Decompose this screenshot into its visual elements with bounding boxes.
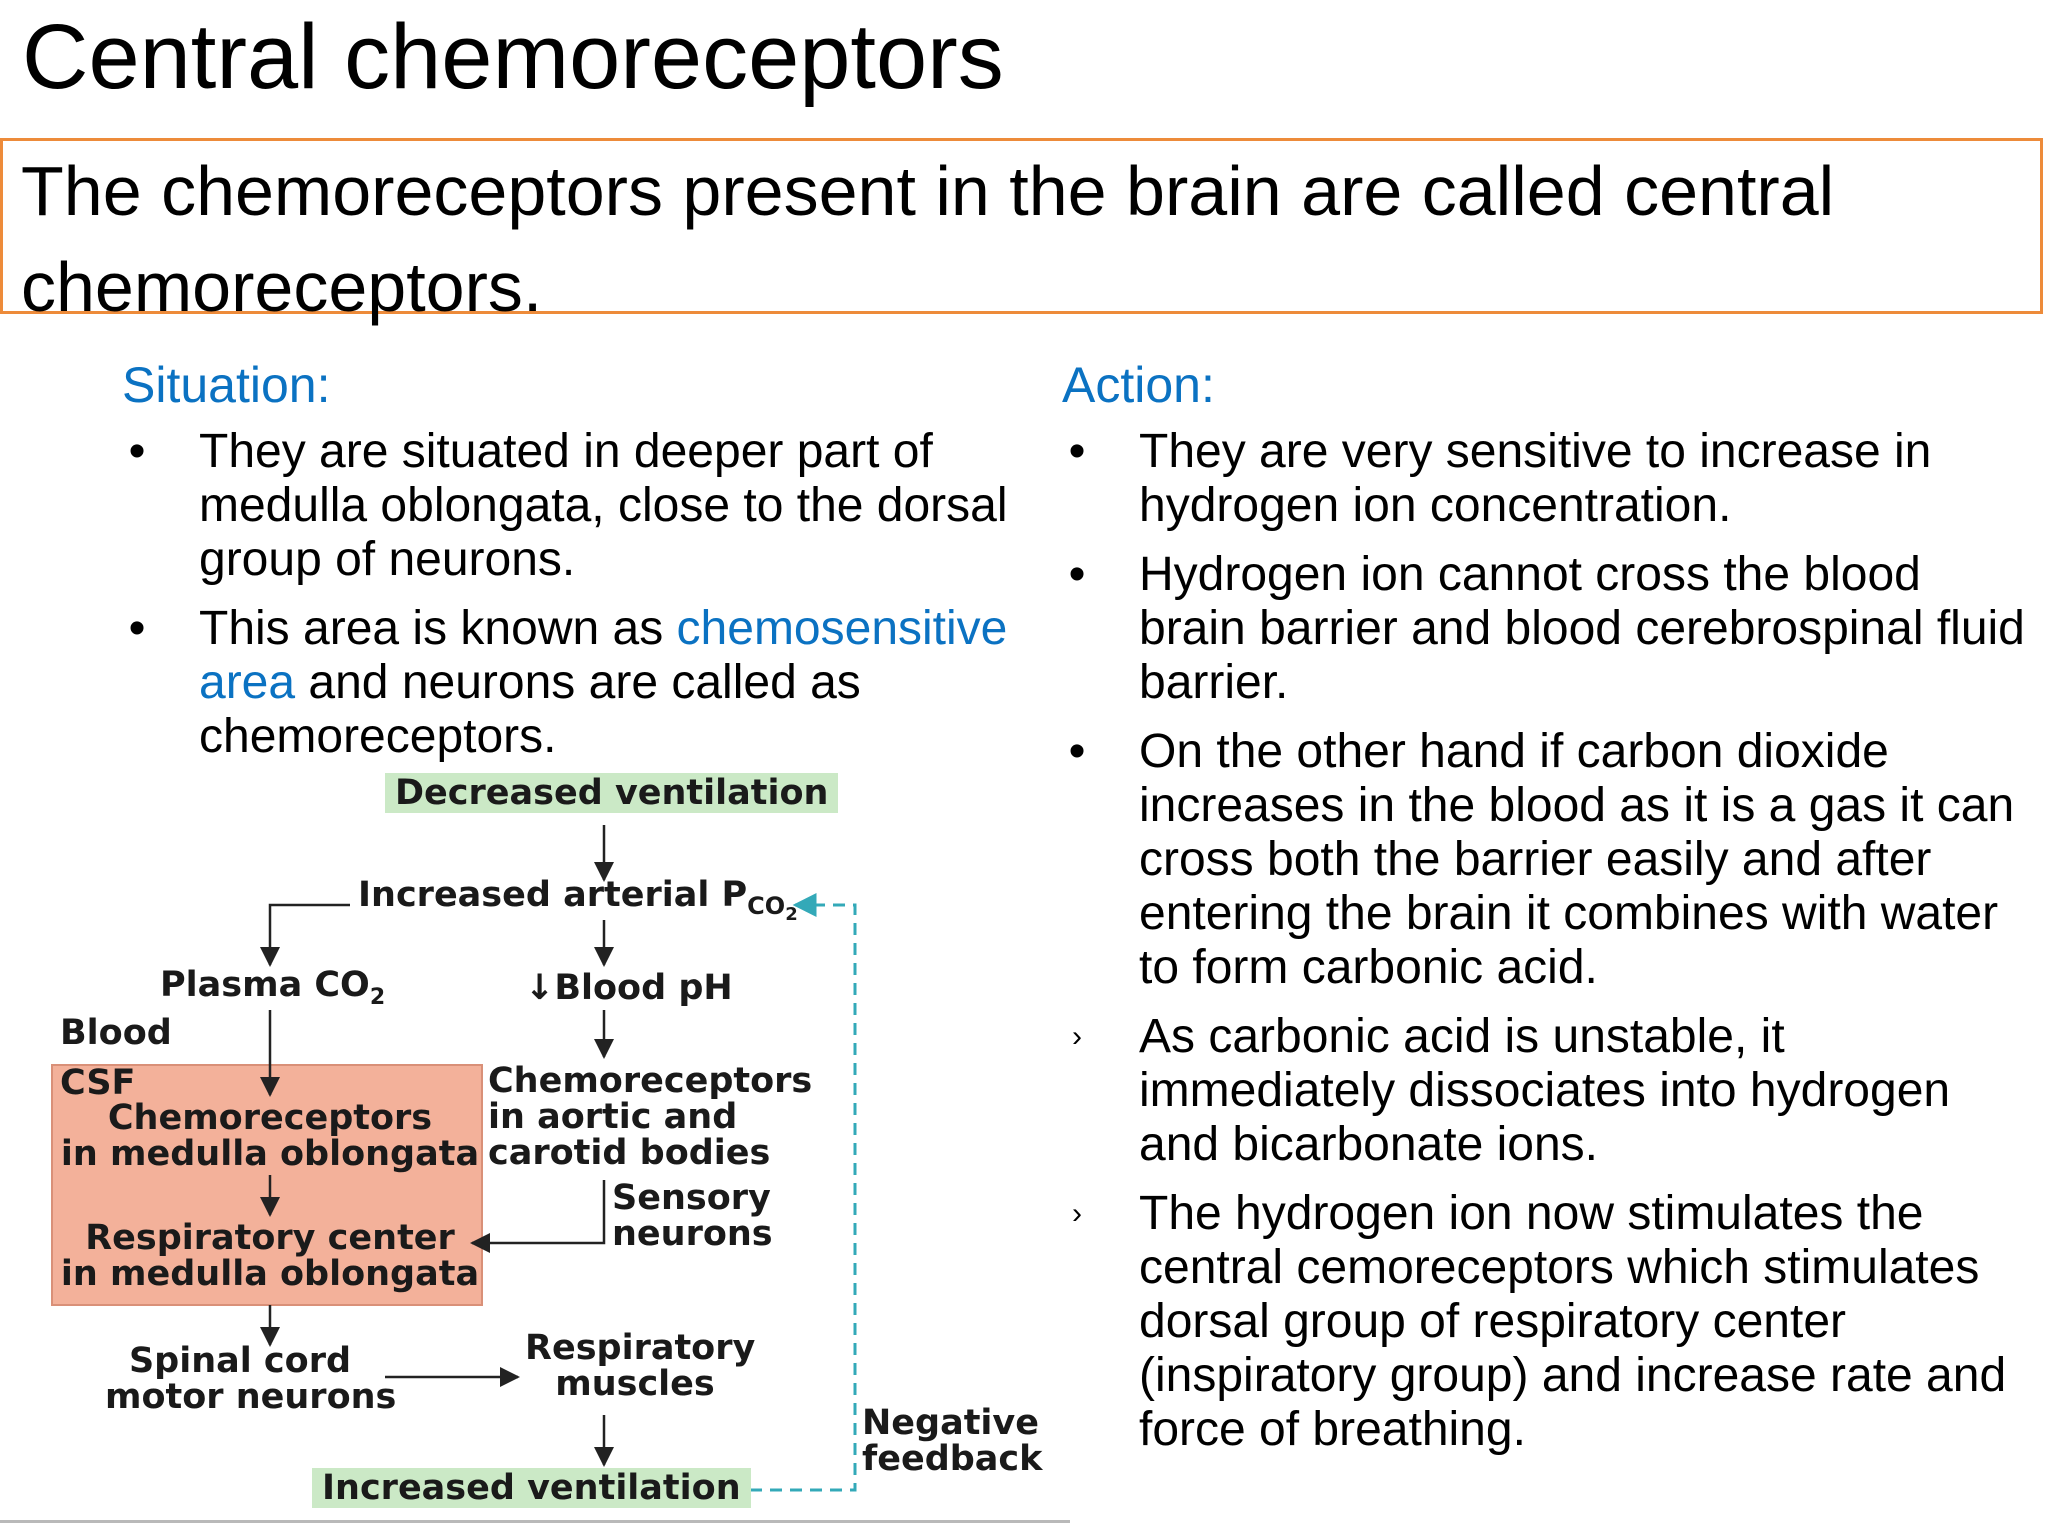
feedback-flow-diagram: Decreased ventilation Increased arterial… bbox=[40, 765, 1080, 1525]
csf-label: CSF bbox=[60, 1063, 136, 1103]
increased-arterial-pco2-label: Increased arterial PCO2 bbox=[358, 875, 798, 925]
situation-list: • They are situated in deeper part of me… bbox=[122, 425, 1022, 764]
bullet-text: On the other hand if carbon dioxide incr… bbox=[1139, 725, 2015, 994]
bullet-arrow-icon: › bbox=[1072, 1020, 1082, 1053]
bullet-dot-icon: • bbox=[1068, 725, 1086, 778]
bullet-dot-icon: • bbox=[128, 602, 146, 655]
plasma-co2-label: Plasma CO2 bbox=[160, 965, 386, 1010]
bullet-text: They are situated in deeper part of medu… bbox=[199, 425, 1008, 586]
action-heading: Action: bbox=[1062, 357, 1215, 413]
bullet-text-pre: This area is known as bbox=[199, 602, 677, 655]
list-item: • They are very sensitive to increase in… bbox=[1062, 425, 2032, 533]
bullet-text: Hydrogen ion cannot cross the blood brai… bbox=[1139, 548, 2025, 709]
bullet-dot-icon: • bbox=[1068, 548, 1086, 601]
list-item: • They are situated in deeper part of me… bbox=[122, 425, 1022, 587]
definition-box: The chemoreceptors present in the brain … bbox=[0, 138, 2043, 326]
slide-title: Central chemoreceptors bbox=[22, 6, 1004, 108]
situation-column: Situation: • They are situated in deeper… bbox=[122, 355, 1022, 779]
list-item: • On the other hand if carbon dioxide in… bbox=[1062, 725, 2032, 995]
csf-region bbox=[51, 1064, 483, 1306]
action-column: Action: • They are very sensitive to inc… bbox=[1062, 355, 2032, 1472]
bullet-arrow-icon: › bbox=[1072, 1197, 1082, 1230]
blood-label: Blood bbox=[60, 1013, 172, 1053]
increased-ventilation-label: Increased ventilation bbox=[312, 1468, 751, 1508]
list-item: • This area is known as chemosensitive a… bbox=[122, 602, 1022, 764]
list-item: › As carbonic acid is unstable, it immed… bbox=[1062, 1010, 2032, 1172]
bullet-text-post: and neurons are called as chemoreceptors… bbox=[199, 656, 861, 763]
bullet-text: They are very sensitive to increase in h… bbox=[1139, 425, 1932, 532]
blood-ph-label: ↓Blood pH bbox=[525, 968, 733, 1008]
decreased-ventilation-label: Decreased ventilation bbox=[385, 773, 839, 813]
bullet-dot-icon: • bbox=[128, 425, 146, 478]
chemosensitive-area-highlight: chemosensitive area bbox=[199, 602, 1008, 709]
bullet-text: The hydrogen ion now stimulates the cent… bbox=[1139, 1187, 2007, 1456]
action-list: • They are very sensitive to increase in… bbox=[1062, 425, 2032, 1457]
diagram-connectors bbox=[51, 825, 857, 1492]
list-item: • Hydrogen ion cannot cross the blood br… bbox=[1062, 548, 2032, 710]
list-item: › The hydrogen ion now stimulates the ce… bbox=[1062, 1187, 2032, 1457]
situation-heading: Situation: bbox=[122, 357, 331, 413]
bullet-text: As carbonic acid is unstable, it immedia… bbox=[1139, 1010, 1951, 1171]
bullet-dot-icon: • bbox=[1068, 425, 1086, 478]
bottom-divider bbox=[0, 1520, 1070, 1523]
